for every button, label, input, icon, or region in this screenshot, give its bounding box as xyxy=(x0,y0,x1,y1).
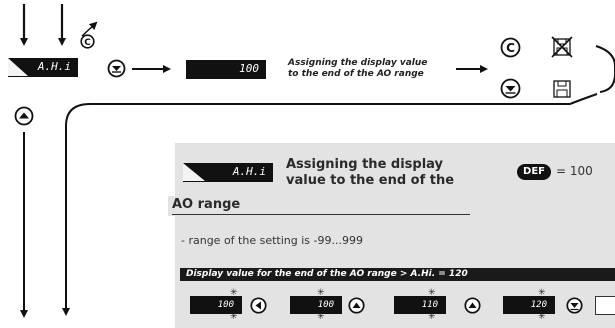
step-display-3: 110 xyxy=(394,296,446,314)
panel-display-text: A.H.i xyxy=(232,165,266,178)
blink-star-icon: ✳ xyxy=(230,288,238,298)
up-button-icon[interactable] xyxy=(464,297,481,318)
panel-heading-line1: Assigning the display xyxy=(286,157,444,172)
panel-display-notch xyxy=(183,163,205,181)
step-display-1: 100 xyxy=(190,296,242,314)
blink-star-icon: ✳ xyxy=(538,312,546,322)
blink-star-icon: ✳ xyxy=(317,312,325,322)
up-button-icon[interactable] xyxy=(14,106,34,126)
param-display-text: A.H.i xyxy=(37,60,71,73)
left-button-icon[interactable] xyxy=(250,297,267,318)
right-curve xyxy=(595,45,615,93)
panel-heading-line2: value to the end of the xyxy=(286,173,455,188)
c-button-right-icon[interactable]: C xyxy=(500,37,521,58)
next-step-box xyxy=(595,296,615,315)
def-value: = 100 xyxy=(556,164,593,178)
up-button-icon[interactable] xyxy=(348,297,365,318)
display-notch xyxy=(8,58,28,76)
down-button-icon[interactable] xyxy=(107,59,126,78)
info-panel-tab xyxy=(168,196,176,216)
panel-display: A.H.i xyxy=(183,163,273,182)
blink-star-icon: ✳ xyxy=(317,288,325,298)
step-display-2: 100 xyxy=(290,296,342,314)
value-display: 100 xyxy=(186,60,266,79)
value-display-text: 100 xyxy=(239,62,259,75)
sequence-bar: Display value for the end of the AO rang… xyxy=(180,268,615,281)
return-loop xyxy=(62,93,598,316)
panel-heading-line3: AO range xyxy=(172,197,241,212)
no-save-icon xyxy=(551,36,573,58)
c-button-icon[interactable]: C xyxy=(80,34,95,49)
range-note: - range of the setting is -99...999 xyxy=(181,234,363,247)
svg-text:C: C xyxy=(506,41,515,55)
param-display: A.H.i xyxy=(8,58,78,77)
blink-star-icon: ✳ xyxy=(428,288,436,298)
save-icon xyxy=(551,78,573,100)
blink-star-icon: ✳ xyxy=(230,312,238,322)
blink-star-icon: ✳ xyxy=(428,312,436,322)
diagonal-arrow-icon xyxy=(81,21,98,37)
down-button-icon[interactable] xyxy=(566,297,583,318)
blink-star-icon: ✳ xyxy=(538,288,546,298)
down-button-right-icon[interactable] xyxy=(500,78,521,99)
svg-text:C: C xyxy=(84,38,91,48)
step-display-4: 120 xyxy=(503,296,555,314)
top-caption: Assigning the display value to the end o… xyxy=(288,58,428,79)
heading-underline xyxy=(172,214,470,215)
def-badge: DEF xyxy=(517,164,551,180)
